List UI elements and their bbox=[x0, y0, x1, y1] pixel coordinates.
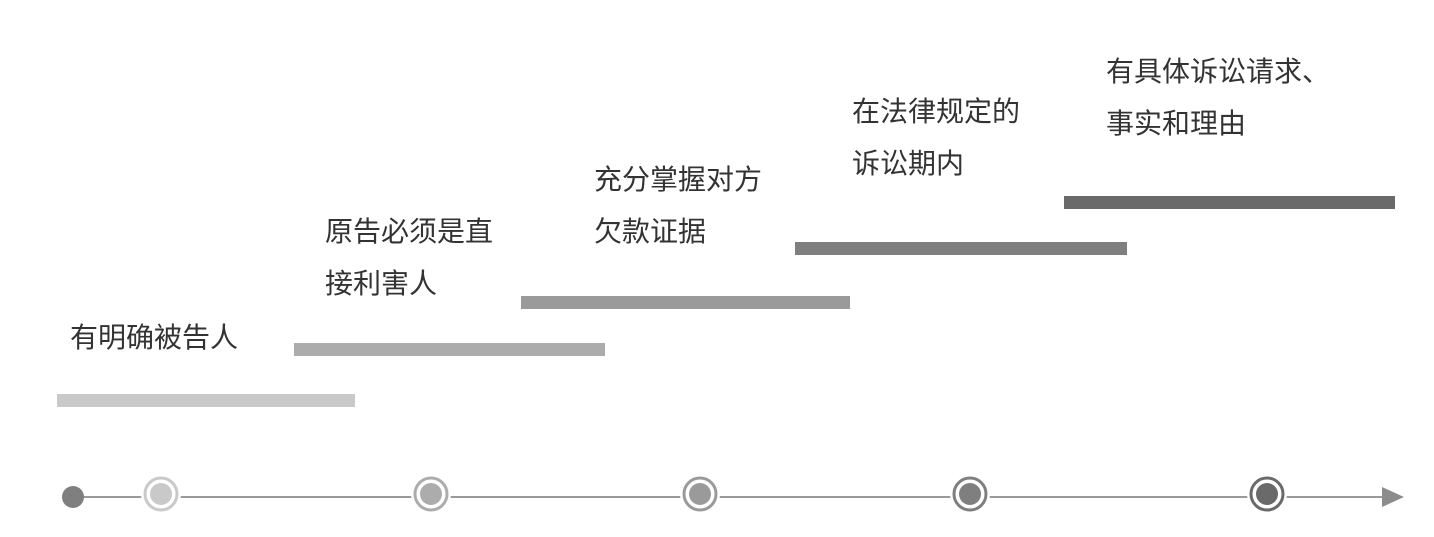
step-3-text: 充分掌握对方 欠款证据 bbox=[594, 154, 762, 258]
step-3-line-2: 欠款证据 bbox=[594, 215, 707, 248]
step-5-line-2: 事实和理由 bbox=[1106, 107, 1247, 140]
timeline-arrow-icon bbox=[1382, 487, 1404, 507]
step-4-text: 在法律规定的 诉讼期内 bbox=[852, 86, 1020, 190]
step-4-bar bbox=[795, 242, 1127, 255]
step-3-line-1: 充分掌握对方 bbox=[594, 163, 763, 196]
step-4-line-1: 在法律规定的 bbox=[852, 95, 1021, 128]
step-2-line-2: 接利害人 bbox=[325, 267, 438, 300]
timeline-node-3 bbox=[680, 474, 720, 514]
step-3-bar bbox=[521, 296, 850, 309]
step-5-line-1: 有具体诉讼请求、 bbox=[1106, 55, 1331, 88]
timeline-start-dot bbox=[62, 486, 84, 508]
step-5-bar bbox=[1064, 196, 1395, 209]
timeline-node-5 bbox=[1247, 474, 1287, 514]
step-1-line-1: 有明确被告人 bbox=[70, 321, 239, 354]
step-5-text: 有具体诉讼请求、 事实和理由 bbox=[1106, 46, 1330, 150]
step-2-bar bbox=[294, 343, 605, 356]
step-1-bar bbox=[57, 394, 355, 407]
timeline-node-2 bbox=[411, 474, 451, 514]
step-2-line-1: 原告必须是直 bbox=[325, 215, 494, 248]
timeline-node-4 bbox=[950, 474, 990, 514]
step-1-text: 有明确被告人 bbox=[70, 312, 238, 364]
step-4-line-2: 诉讼期内 bbox=[852, 147, 965, 180]
step-2-text: 原告必须是直 接利害人 bbox=[325, 206, 493, 310]
timeline-node-1 bbox=[141, 474, 181, 514]
